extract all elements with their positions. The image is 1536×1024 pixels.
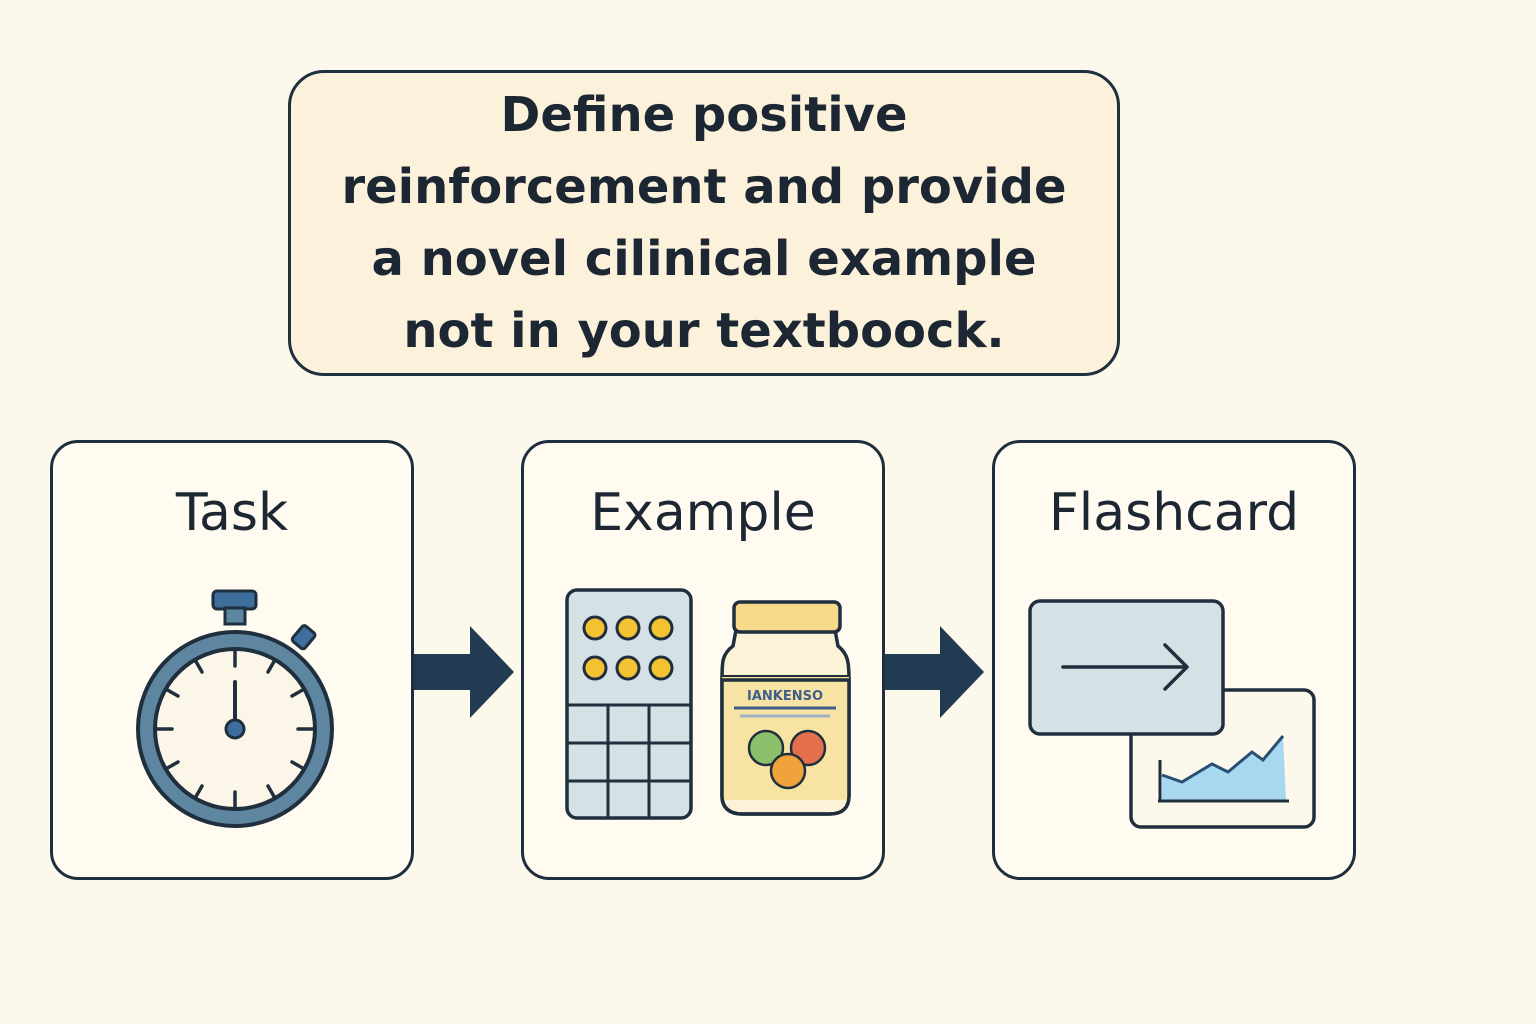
jar-label: IANKENSO <box>747 689 823 704</box>
token-board-icon <box>565 588 693 820</box>
prompt-box: Define positive reinforcement and provid… <box>288 70 1120 376</box>
prompt-text: Define positive reinforcement and provid… <box>341 87 1067 359</box>
example-panel-title: Example <box>590 483 816 543</box>
arrow-right-icon <box>414 626 514 718</box>
reward-jar-icon: IANKENSO <box>720 600 851 816</box>
flashcard-panel-title: Flashcard <box>1048 483 1300 543</box>
flashcards-icon <box>1028 599 1316 829</box>
arrow-right-icon <box>885 626 984 718</box>
stopwatch-icon <box>136 589 334 828</box>
task-panel-title: Task <box>175 483 289 543</box>
